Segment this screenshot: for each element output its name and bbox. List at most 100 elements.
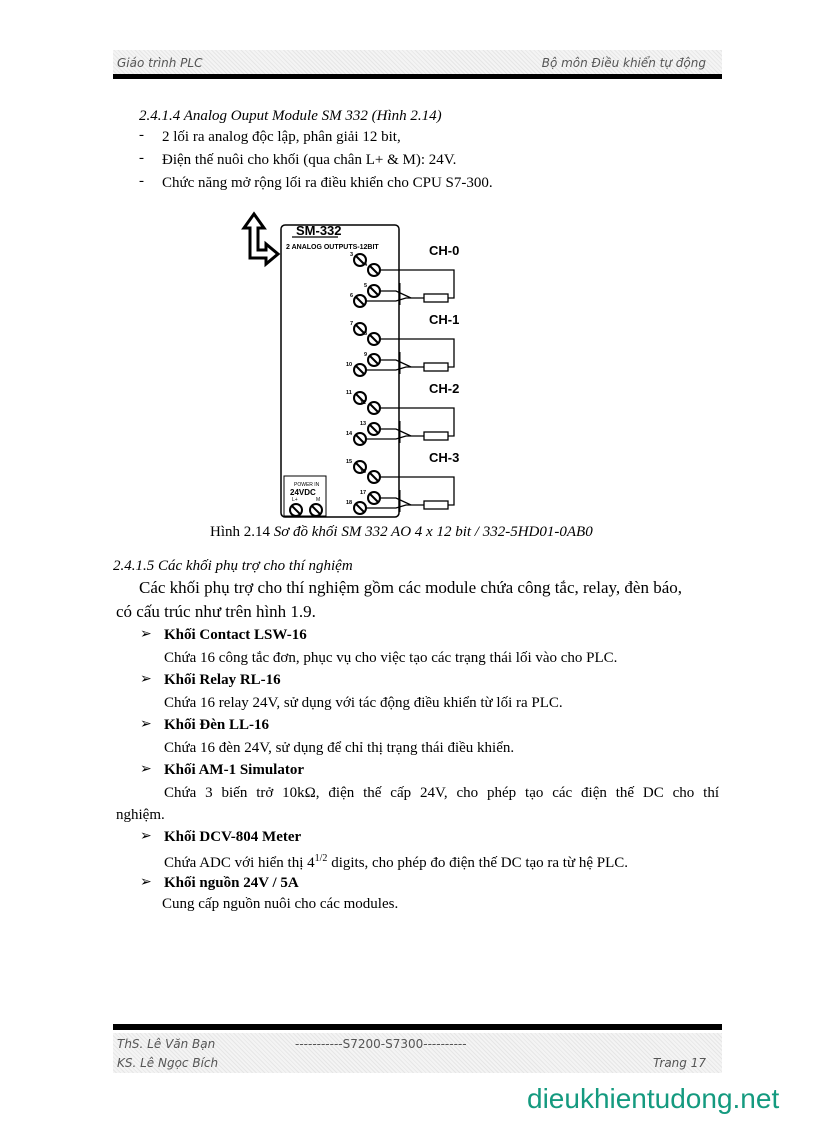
header-left: Giáo trình PLC xyxy=(117,56,203,70)
terminal-number: 12 xyxy=(360,400,366,406)
item-title: Khối DCV-804 Meter xyxy=(164,829,302,845)
bullet-item: 2 lối ra analog độc lập, phân giải 12 bi… xyxy=(162,129,401,145)
wire xyxy=(366,504,424,509)
module-body xyxy=(280,224,400,518)
terminal-number: 3 xyxy=(350,252,353,258)
terminal-screw-icon xyxy=(367,263,381,277)
terminal-screw-icon xyxy=(367,470,381,484)
header-right: Bộ môn Điều khiển tự động xyxy=(541,56,706,70)
module-name: SM-332 xyxy=(296,223,342,238)
power-lplus: L+ xyxy=(292,497,298,503)
arrow-bullet-icon: ➢ xyxy=(140,627,152,642)
terminal-number: 6 xyxy=(350,293,353,299)
desc-sup: 1/2 xyxy=(314,853,328,864)
terminal-number: 9 xyxy=(364,352,367,358)
terminal-screw-icon xyxy=(353,432,367,446)
wire xyxy=(366,297,424,302)
terminal-number: 4 xyxy=(364,262,368,268)
terminal-number: 7 xyxy=(350,321,353,327)
desc-post: digits, cho phép đo điện thế DC tạo ra t… xyxy=(327,855,629,871)
terminal-screw-icon xyxy=(367,491,381,505)
terminal-screw-icon xyxy=(367,422,381,436)
terminal-number: 8 xyxy=(364,331,367,337)
wire xyxy=(380,428,412,437)
terminal-number: 17 xyxy=(360,490,366,496)
wire xyxy=(380,290,412,299)
terminal-number: 14 xyxy=(346,431,353,437)
item-title: Khối Contact LSW-16 xyxy=(164,627,307,643)
power-m: M xyxy=(316,497,320,503)
item-desc: Cung cấp nguồn nuôi cho các modules. xyxy=(162,896,399,912)
power-title: POWER IN xyxy=(294,482,320,488)
figure-caption: Hình 2.14 Sơ đồ khối SM 332 AO 4 x 12 bi… xyxy=(210,522,593,542)
item-desc: Chứa 16 đèn 24V, sử dụng để chỉ thị trạn… xyxy=(164,740,515,756)
sm332-wiring-diagram: SM-332 2 ANALOG OUTPUTS-12BIT POWER IN 2… xyxy=(241,211,459,518)
bullet-dash: - xyxy=(139,150,144,166)
page-header: Giáo trình PLC Bộ môn Điều khiển tự động xyxy=(113,50,722,74)
caption-text: Sơ đồ khối SM 332 AO 4 x 12 bit / 332-5H… xyxy=(273,524,593,540)
bullet-dash: - xyxy=(139,173,144,189)
terminal-number: 15 xyxy=(346,459,352,465)
load-resistor xyxy=(423,293,449,303)
power-terminal-m xyxy=(309,503,323,517)
intro-line-2: có cấu trúc như trên hình 1.9. xyxy=(116,602,316,621)
item-title: Khối Đèn LL-16 xyxy=(164,717,270,733)
page-footer: ThS. Lê Văn Bạn -----------S7200-S7300--… xyxy=(113,1033,722,1073)
terminal-number: 10 xyxy=(346,362,352,368)
terminal-screw-icon xyxy=(353,322,367,336)
footer-page-number: Trang 17 xyxy=(653,1056,706,1070)
power-voltage: 24VDC xyxy=(290,488,316,497)
arrow-bullet-icon: ➢ xyxy=(140,762,152,777)
terminal-screw-icon xyxy=(353,363,367,377)
load-resistor xyxy=(423,362,449,372)
site-watermark: dieukhientudong.net xyxy=(527,1083,780,1114)
terminal-screw-icon xyxy=(353,253,367,267)
terminal-screw-icon xyxy=(367,332,381,346)
channel-label: CH-0 xyxy=(429,243,459,258)
arrow-bullet-icon: ➢ xyxy=(140,875,152,890)
caption-prefix: Hình 2.14 xyxy=(210,524,274,540)
load-resistor xyxy=(423,500,449,510)
arrow-bullet-icon: ➢ xyxy=(140,717,152,732)
module-subtitle: 2 ANALOG OUTPUTS-12BIT xyxy=(286,244,379,251)
item-desc: Chứa 16 relay 24V, sử dụng với tác động … xyxy=(164,695,563,711)
section-title-2414: 2.4.1.4 Analog Ouput Module SM 332 (Hình… xyxy=(139,108,442,124)
footer-rule xyxy=(113,1024,722,1030)
channel-label: CH-2 xyxy=(429,381,459,396)
intro-line-1: Các khối phụ trợ cho thí nghiệm gồm các … xyxy=(139,578,682,597)
footer-author-2: KS. Lê Ngọc Bích xyxy=(117,1056,219,1070)
terminal-screw-icon xyxy=(353,294,367,308)
load-resistor xyxy=(423,431,449,441)
power-terminal-lplus xyxy=(289,503,303,517)
terminal-screw-icon xyxy=(367,353,381,367)
bullet-item: Điện thế nuôi cho khối (qua chân L+ & M)… xyxy=(162,152,457,168)
item-title: Khối AM-1 Simulator xyxy=(164,762,305,778)
bullet-dash: - xyxy=(139,127,144,143)
terminal-screw-icon xyxy=(353,501,367,515)
wire xyxy=(366,435,424,440)
wire xyxy=(380,497,412,506)
terminal-number: 18 xyxy=(346,500,352,506)
wire xyxy=(380,476,455,506)
wire xyxy=(380,338,455,368)
terminal-screw-icon xyxy=(353,460,367,474)
wire xyxy=(380,407,455,437)
wire xyxy=(366,366,424,371)
arrow-bullet-icon: ➢ xyxy=(140,829,152,844)
header-rule xyxy=(113,74,722,79)
section-title-2415: 2.4.1.5 Các khối phụ trợ cho thí nghiệm xyxy=(113,558,353,574)
expansion-arrow-icon xyxy=(241,211,281,268)
wire xyxy=(380,359,412,368)
item-title: Khối nguồn 24V / 5A xyxy=(164,875,299,891)
footer-author-1: ThS. Lê Văn Bạn xyxy=(117,1037,216,1051)
terminal-number: 13 xyxy=(360,421,366,427)
channel-label: CH-3 xyxy=(429,450,459,465)
item-desc-cont: nghiệm. xyxy=(116,807,165,823)
desc-pre: Chứa ADC với hiển thị 4 xyxy=(164,855,315,871)
footer-course: -----------S7200-S7300---------- xyxy=(295,1037,467,1051)
item-title: Khối Relay RL-16 xyxy=(164,672,281,688)
bullet-item: Chức năng mở rộng lối ra điều khiển cho … xyxy=(162,175,493,191)
wire xyxy=(380,269,455,299)
item-desc: Chứa 3 biến trở 10kΩ, điện thế cấp 24V, … xyxy=(164,785,719,801)
item-desc: Chứa ADC với hiển thị 41/2 digits, cho p… xyxy=(164,849,628,873)
